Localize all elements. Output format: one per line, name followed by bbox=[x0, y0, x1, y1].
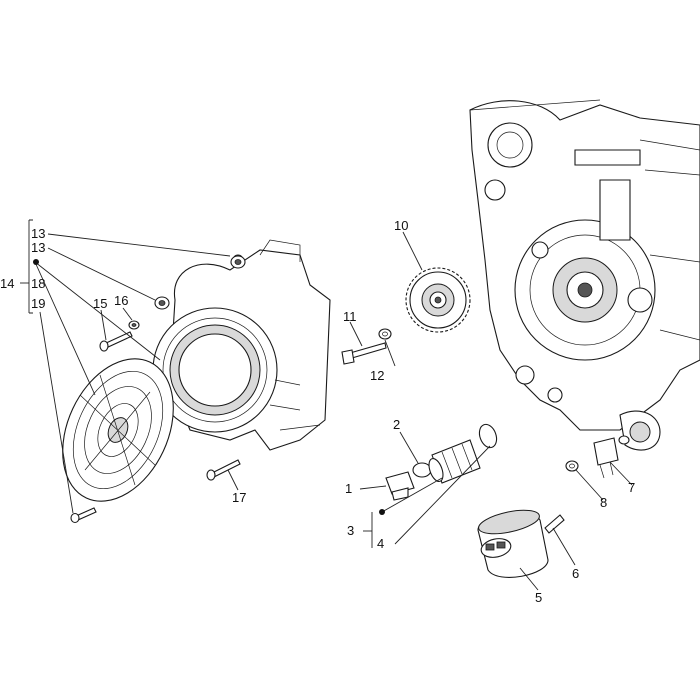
washer-12 bbox=[378, 328, 392, 340]
bolt-11 bbox=[341, 342, 387, 365]
callout-13-second: 13 bbox=[31, 240, 45, 255]
callout-8: 8 bbox=[600, 495, 607, 510]
fan-cover bbox=[62, 358, 174, 502]
callout-5: 5 bbox=[535, 590, 542, 605]
callout-16: 16 bbox=[114, 293, 128, 308]
callout-4: 4 bbox=[377, 536, 384, 551]
washer-16 bbox=[128, 320, 140, 330]
callout-11: 11 bbox=[343, 309, 357, 324]
pressure-sensor-7 bbox=[593, 435, 630, 479]
screw-17 bbox=[206, 459, 241, 481]
filter-screen-4 bbox=[428, 439, 481, 484]
bullet-dot-18 bbox=[33, 259, 39, 265]
callout-12: 12 bbox=[370, 368, 384, 383]
callout-labels: 1 2 3 4 5 6 7 8 10 11 12 13 13 14 18 19 … bbox=[0, 218, 635, 605]
screw-19 bbox=[70, 507, 97, 524]
bullet-dot-3 bbox=[379, 509, 385, 515]
fitting-6 bbox=[544, 514, 565, 534]
oil-filter-5 bbox=[477, 509, 549, 578]
callout-3: 3 bbox=[347, 523, 354, 538]
washer-8 bbox=[565, 460, 579, 472]
callout-17: 17 bbox=[232, 490, 246, 505]
callout-19: 19 bbox=[31, 296, 45, 311]
engine-crankcase bbox=[469, 99, 700, 451]
group-bracket-14 bbox=[20, 219, 385, 515]
spacer-13-top bbox=[230, 255, 246, 269]
screw-15 bbox=[99, 331, 133, 352]
callout-14: 14 bbox=[0, 276, 14, 291]
callout-18: 18 bbox=[31, 276, 45, 291]
callout-15: 15 bbox=[93, 296, 107, 311]
callout-13-top: 13 bbox=[31, 226, 45, 241]
stator-housing bbox=[152, 239, 331, 451]
callout-1: 1 bbox=[345, 481, 352, 496]
spacer-13-lower bbox=[154, 296, 170, 310]
sprocket-10 bbox=[405, 267, 471, 333]
o-ring-2 bbox=[412, 462, 432, 478]
callout-10: 10 bbox=[394, 218, 408, 233]
callout-2: 2 bbox=[393, 417, 400, 432]
callout-7: 7 bbox=[628, 480, 635, 495]
callout-6: 6 bbox=[572, 566, 579, 581]
o-ring-4 bbox=[478, 423, 498, 449]
leader-lines bbox=[34, 231, 633, 591]
